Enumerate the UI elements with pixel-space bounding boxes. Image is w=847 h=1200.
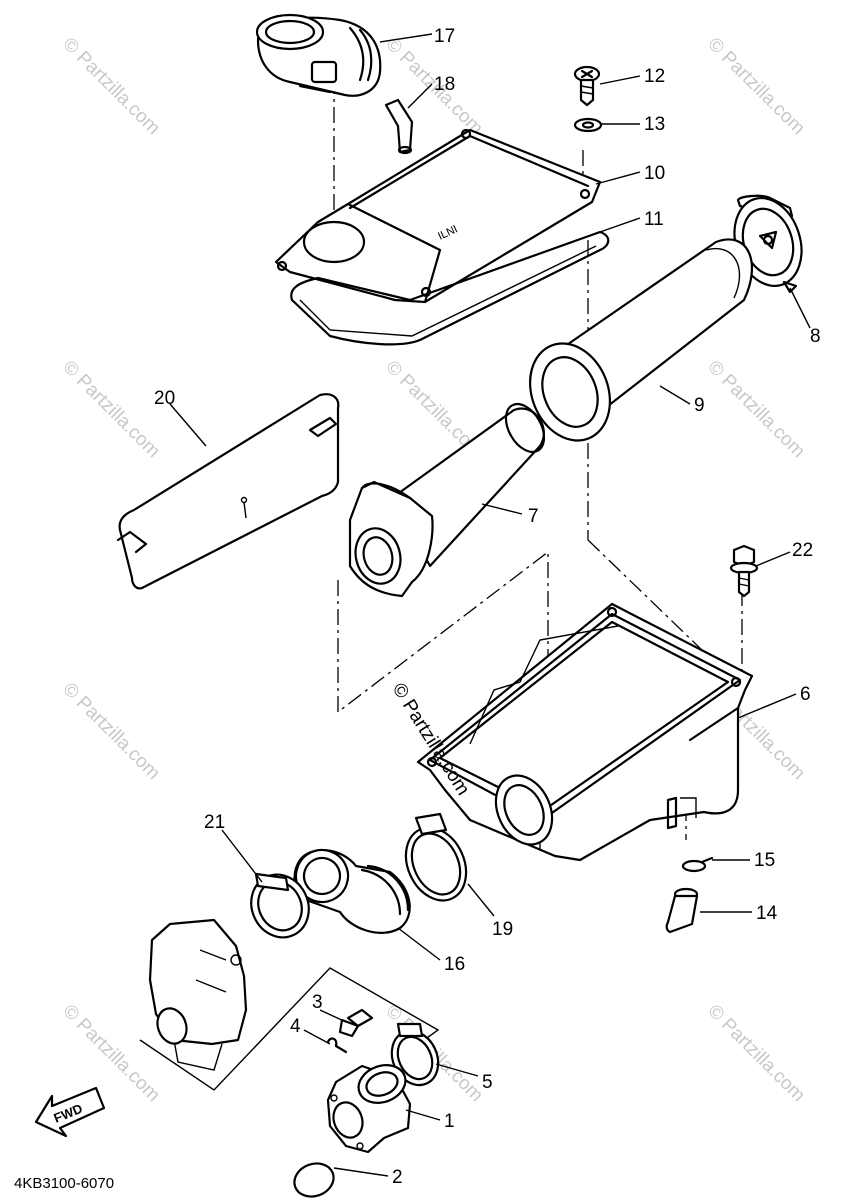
fwd-arrow: FWD — [34, 1086, 106, 1138]
callout-19: 19 — [492, 919, 513, 940]
joint-part-16 — [293, 848, 411, 934]
bolt-part-22 — [729, 544, 759, 598]
watermark: © Partzilla.com — [58, 1001, 163, 1106]
callout-2: 2 — [392, 1167, 403, 1188]
callout-22: 22 — [792, 540, 813, 561]
callout-15: 15 — [754, 850, 775, 871]
case-cover-part-10: ILNI — [274, 128, 602, 304]
clamp-part-21 — [250, 872, 310, 939]
clip-part-15 — [681, 856, 714, 873]
watermark: © Partzilla.com — [58, 34, 163, 139]
intake-boot-part-17 — [255, 13, 382, 97]
watermark: © Partzilla.com — [703, 34, 808, 139]
filter-case-part-6 — [416, 602, 754, 862]
callout-12: 12 — [644, 66, 665, 87]
filter-sheet-part-20 — [116, 393, 340, 590]
drain-cap-part-14 — [665, 887, 699, 934]
callout-17: 17 — [434, 26, 455, 47]
callout-16: 16 — [444, 954, 465, 975]
leader-lines — [169, 33, 811, 1177]
bolt-part-3 — [338, 1008, 374, 1038]
callout-13: 13 — [644, 114, 665, 135]
filter-element-part-9 — [528, 238, 753, 442]
watermark: © Partzilla.com — [58, 357, 163, 462]
cover-gasket-part-11 — [290, 230, 610, 346]
callout-14: 14 — [756, 903, 778, 924]
filter-guide-part-7 — [348, 403, 546, 598]
carburetor-reference — [148, 918, 248, 1071]
callout-18: 18 — [434, 74, 455, 95]
callout-3: 3 — [312, 992, 323, 1013]
diagram-code: 4KB3100-6070 — [14, 1175, 114, 1192]
clip-part-4 — [326, 1037, 348, 1054]
callout-9: 9 — [694, 395, 705, 416]
callout-21: 21 — [204, 812, 225, 833]
watermark: © Partzilla.com — [58, 679, 163, 784]
callout-1: 1 — [444, 1111, 455, 1132]
callout-11: 11 — [644, 209, 664, 230]
callout-20: 20 — [154, 388, 175, 409]
watermark: © Partzilla.com — [703, 1001, 808, 1106]
screw-part-12 — [573, 65, 601, 107]
callout-4: 4 — [290, 1016, 301, 1037]
o-ring-part-2 — [293, 1162, 335, 1198]
callout-8: 8 — [810, 326, 821, 347]
callout-7: 7 — [528, 506, 539, 527]
carburetor-frame — [139, 967, 440, 1091]
carburetor-joint-part-1 — [326, 1064, 412, 1154]
clamp-part-19 — [404, 812, 468, 902]
callouts: 17 18 12 13 10 11 8 9 20 7 22 6 15 14 19… — [154, 26, 821, 1188]
callout-5: 5 — [482, 1072, 493, 1093]
callout-10: 10 — [644, 163, 665, 184]
washer-part-13 — [573, 117, 603, 133]
watermark: © Partzilla.com — [703, 357, 808, 462]
callout-6: 6 — [800, 684, 811, 705]
breather-hose-part-18 — [384, 98, 414, 155]
